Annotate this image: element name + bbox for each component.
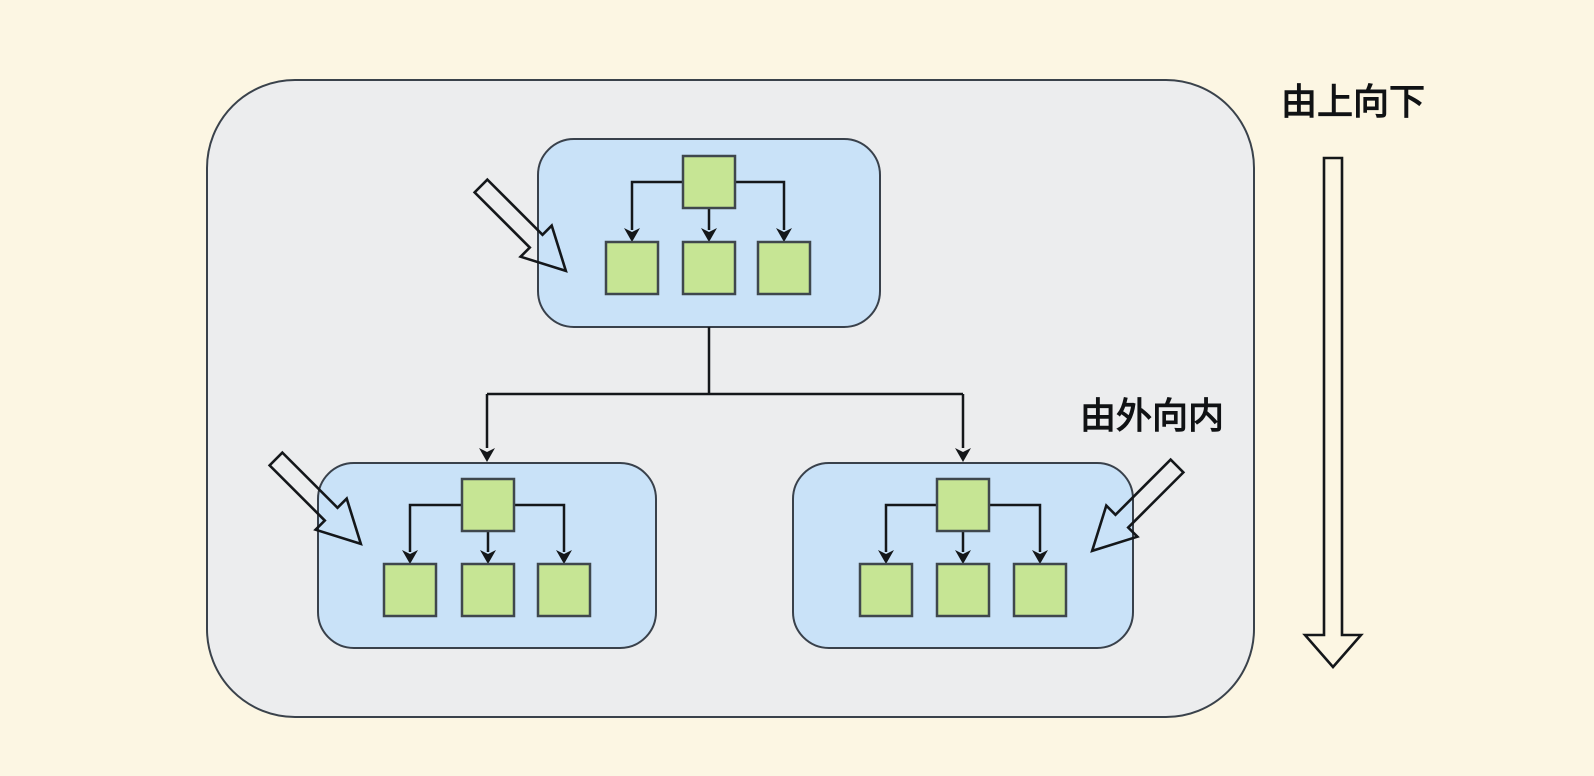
label-outside-to-inside: 由外向内 [1080,395,1224,436]
trunk-connector [479,327,971,462]
child-node-square [756,240,812,296]
edge-parent-to-left-child [630,180,683,230]
child-node-square [536,562,592,618]
child-node-square [681,240,737,296]
arrowhead-icon [402,550,418,564]
arrowhead-icon [955,448,971,462]
trunk-connector-lines [485,327,965,448]
child-node-square [1012,562,1068,618]
arrowhead-icon [1032,550,1048,564]
downward-flow-arrow-icon [1302,156,1364,669]
parent-node-square [681,154,737,210]
edge-parent-to-right-child [735,180,786,230]
unit-box-bottom-left [317,462,657,649]
arrowhead-icon [480,550,496,564]
child-node-square [604,240,660,296]
parent-node-square [460,477,516,533]
parent-node-square [935,477,991,533]
arrowhead-icon [878,550,894,564]
arrowhead-icon [624,228,640,242]
arrowhead-icon [776,228,792,242]
unit-box-top [537,138,881,328]
edge-parent-to-right-child [514,503,566,552]
label-top-to-bottom: 由上向下 [1281,81,1425,122]
child-node-square [460,562,516,618]
child-node-square [935,562,991,618]
edge-parent-to-left-child [884,503,937,552]
edge-parent-to-right-child [989,503,1042,552]
arrowhead-icon [556,550,572,564]
arrowhead-icon [955,550,971,564]
unit-box-bottom-right [792,462,1134,649]
arrowhead-icon [701,228,717,242]
arrowhead-icon [479,448,495,462]
child-node-square [382,562,438,618]
child-node-square [858,562,914,618]
edge-parent-to-left-child [408,503,462,552]
